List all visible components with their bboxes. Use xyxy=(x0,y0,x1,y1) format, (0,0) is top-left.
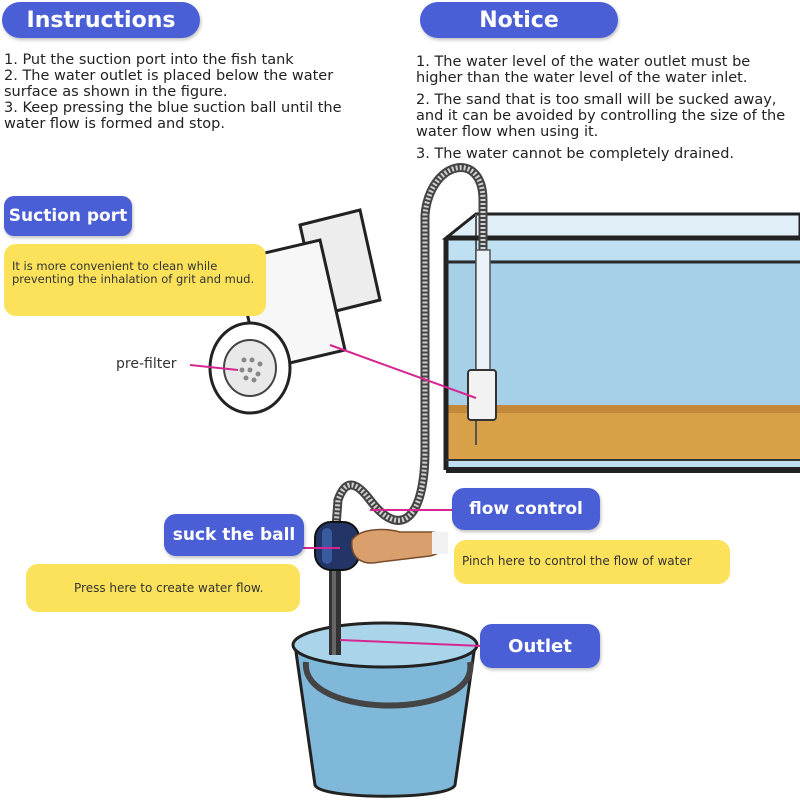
prefilter-label: pre-filter xyxy=(116,356,177,372)
suction-port-label: Suction port xyxy=(4,196,132,236)
suction-port-note: It is more convenient to clean while pre… xyxy=(4,244,266,316)
bucket xyxy=(291,621,479,798)
instructions-title: Instructions xyxy=(2,2,200,38)
suck-ball-label: suck the ball xyxy=(164,514,304,556)
pointer-lines xyxy=(189,344,483,647)
flow-control-label: flow control xyxy=(452,488,600,530)
flow-control-note: Pinch here to control the flow of water xyxy=(454,540,730,584)
notice-list: 1. The water level of the water outlet m… xyxy=(416,54,800,162)
suction-port-pointer xyxy=(329,344,477,399)
instruction-step: 1. Put the suction port into the fish ta… xyxy=(4,52,294,68)
tank-sand xyxy=(446,405,800,460)
hand xyxy=(351,528,448,564)
notice-item: 2. The sand that is too small will be su… xyxy=(416,92,786,140)
outlet-pointer xyxy=(339,639,483,647)
suction-ball xyxy=(314,521,360,571)
instruction-step: 2. The water outlet is placed below the … xyxy=(4,68,334,100)
notice-title: Notice xyxy=(420,2,618,38)
notice-item: 3. The water cannot be completely draine… xyxy=(416,146,735,162)
outlet-pipe xyxy=(329,560,341,655)
siphon-hose xyxy=(330,163,488,541)
suction-tube xyxy=(467,249,497,421)
instruction-step: 3. Keep pressing the blue suction ball u… xyxy=(4,100,342,132)
prefilter-pointer xyxy=(189,364,239,371)
suck-ball-note: Press here to create water flow. xyxy=(26,564,300,612)
instructions-list: 1. Put the suction port into the fish ta… xyxy=(4,52,344,132)
notice-item: 1. The water level of the water outlet m… xyxy=(416,54,751,86)
outlet-label: Outlet xyxy=(480,624,600,668)
fish-tank xyxy=(441,212,800,473)
